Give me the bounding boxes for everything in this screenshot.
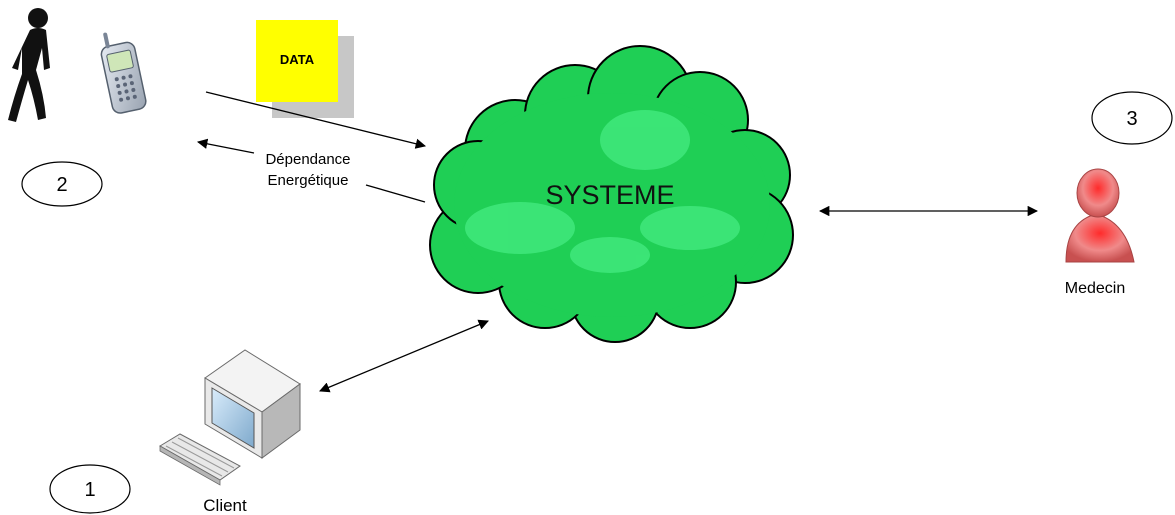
energy-label-line2: Energétique [268,172,349,189]
data-note-icon: DATA [256,20,354,118]
circle-1: 1 [49,464,131,514]
data-flow-arrow [205,91,427,149]
walking-person-icon [8,8,50,122]
energy-arrow [196,138,255,154]
svg-text:1: 1 [84,479,95,501]
circle-2: 2 [21,161,103,207]
computer-icon [204,349,301,459]
doctor-icon [1065,168,1135,263]
cloud-icon: SYSTEME [429,45,794,343]
keyboard-icon [159,433,241,486]
mobile-phone-icon [100,32,147,114]
client-label: Client [203,496,247,515]
svg-text:2: 2 [56,174,67,196]
energy-line [365,184,426,203]
doctor-label: Medecin [1065,280,1125,297]
circle-3: 3 [1091,91,1173,145]
cloud-label: SYSTEME [545,180,674,210]
energy-label-line1: Dépendance [265,151,350,168]
svg-text:3: 3 [1126,108,1137,130]
data-label: DATA [280,52,315,67]
client-link-arrow [319,319,489,393]
